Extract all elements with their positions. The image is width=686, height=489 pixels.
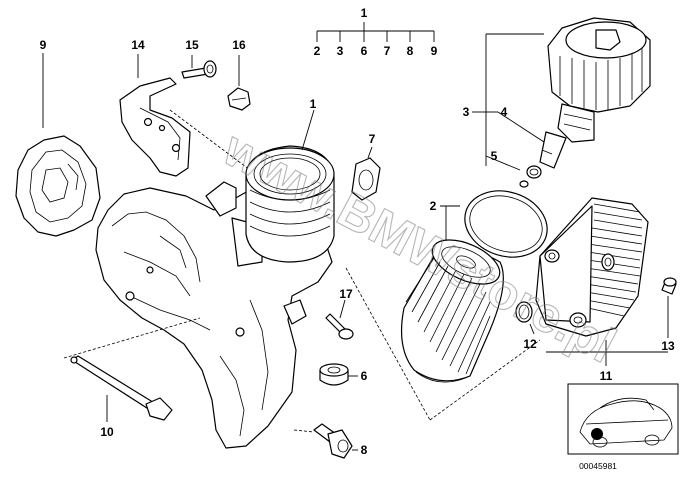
filter-group-bracket (472, 33, 545, 171)
callout-top-7: 7 (384, 44, 391, 58)
callout-12: 12 (523, 337, 537, 351)
vehicle-location-thumbnail (567, 383, 679, 455)
leader-12 (529, 323, 535, 335)
location-marker (591, 428, 603, 440)
bolt-part-13 (661, 277, 677, 295)
filter-cap-part-3 (539, 17, 651, 169)
top-group-bracket (316, 22, 435, 42)
leader-17 (339, 299, 346, 319)
oil-cooler-part-11 (535, 197, 649, 337)
callout-top-9: 9 (431, 44, 438, 58)
reference-number: 00045981 (579, 461, 617, 471)
sender-part-16 (227, 87, 251, 111)
callout-8: 8 (361, 443, 368, 457)
callout-6: 6 (361, 369, 368, 383)
callout-13: 13 (661, 339, 675, 353)
callout-7: 7 (369, 132, 376, 146)
pressure-switch-part-8 (313, 423, 353, 459)
cooler-group-bracket (546, 340, 668, 366)
grommet-part-6 (319, 363, 349, 386)
callout-3: 3 (463, 105, 470, 119)
callout-17: 17 (339, 287, 353, 301)
callout-2: 2 (430, 199, 437, 213)
gasket-part-9 (15, 135, 101, 237)
callout-top-2: 2 (314, 44, 321, 58)
callout-14: 14 (131, 38, 145, 52)
callout-top-3: 3 (337, 44, 344, 58)
gasket-part-7 (351, 157, 381, 201)
callout-top-6: 6 (361, 44, 368, 58)
callout-16: 16 (232, 38, 246, 52)
seal-part-12 (515, 301, 533, 323)
callout-4: 4 (501, 105, 508, 119)
bolt-part-10 (70, 355, 173, 421)
seal-part-5 (519, 180, 529, 188)
bracket-part-14 (119, 77, 191, 177)
bolt-part-17 (325, 313, 354, 340)
callout-15: 15 (185, 38, 199, 52)
callout-1: 1 (310, 97, 317, 111)
leader-1 (301, 109, 315, 151)
housing-neck (245, 145, 335, 263)
callout-top-8: 8 (407, 44, 414, 58)
o-ring-part-4 (526, 165, 542, 179)
callout-9: 9 (40, 38, 47, 52)
oil-filter-element (400, 239, 504, 383)
o-ring-part-2 (464, 190, 548, 258)
bolt-part-15 (181, 60, 217, 79)
callout-top-1: 1 (361, 6, 368, 20)
leader-7 (367, 146, 373, 159)
callout-10: 10 (100, 425, 114, 439)
callout-11: 11 (600, 369, 613, 383)
callout-5: 5 (491, 149, 498, 163)
